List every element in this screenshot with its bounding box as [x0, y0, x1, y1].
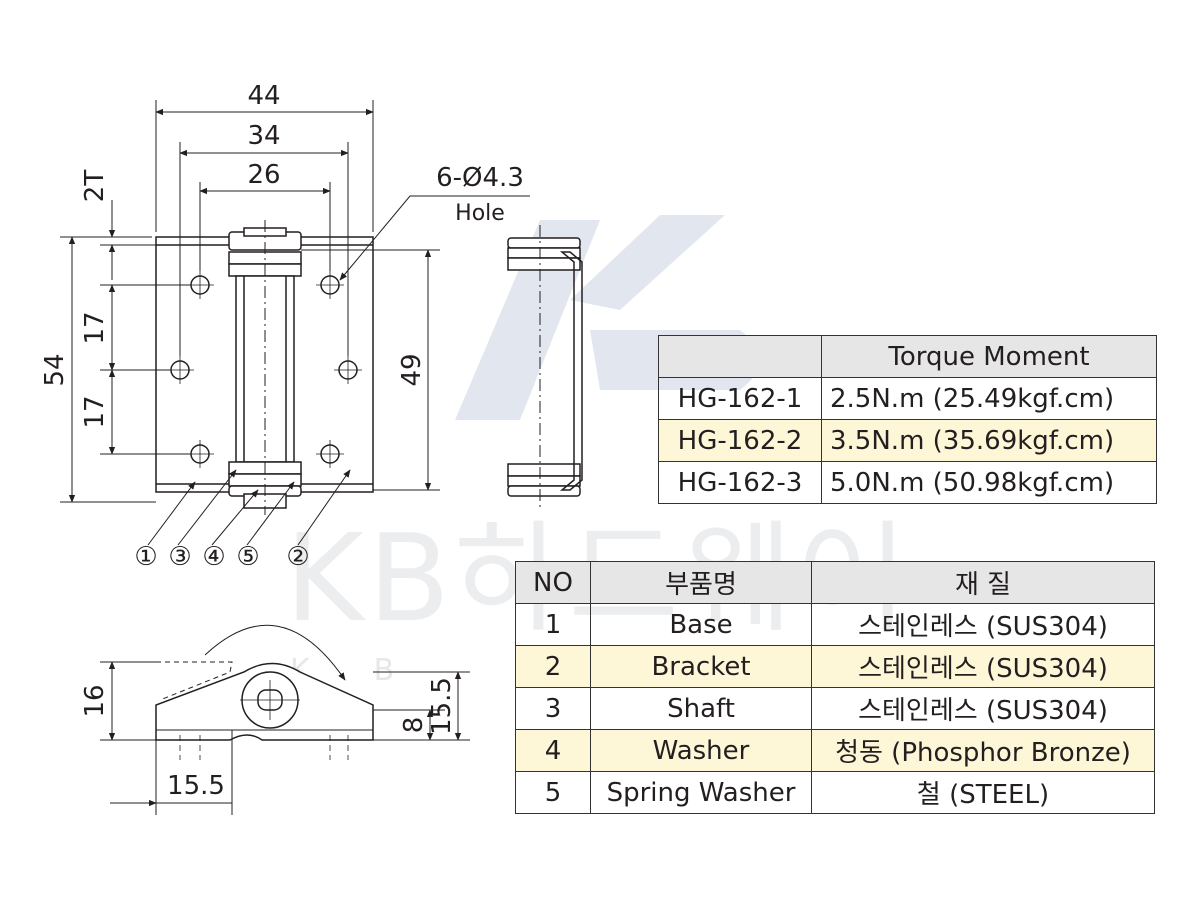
part-material: 스테인레스 (SUS304) [811, 687, 1155, 730]
part-material: 스테인레스 (SUS304) [811, 645, 1155, 688]
torque-value: 3.5N.m (35.69kgf.cm) [821, 419, 1157, 462]
part-no: 1 [515, 603, 591, 646]
torque-header-row: Torque Moment [658, 335, 1157, 378]
hole-spec: 6-Ø4.3 [436, 163, 524, 193]
table-row: HG-162-1 2.5N.m (25.49kgf.cm) [658, 377, 1157, 420]
table-row: HG-162-2 3.5N.m (35.69kgf.cm) [658, 419, 1157, 462]
callout-5: ⑤ [236, 542, 259, 572]
front-dimensions [60, 100, 530, 503]
parts-material-table: NO 부품명 재 질 1 Base 스테인레스 (SUS304) 2 Brack… [515, 561, 1155, 814]
bottom-dimension-labels: 16 8 15.5 15.5 [80, 677, 457, 801]
part-callouts: ① ③ ④ ⑤ ② [134, 469, 351, 572]
torque-moment-table: Torque Moment HG-162-1 2.5N.m (25.49kgf.… [658, 335, 1157, 504]
header-part-name: 부품명 [590, 561, 812, 604]
dim-16: 16 [80, 684, 110, 717]
dim-15-5-vertical: 15.5 [427, 677, 457, 735]
dim-15-5-horizontal: 15.5 [167, 771, 225, 801]
table-row: 5 Spring Washer 철 (STEEL) [515, 771, 1155, 814]
part-name: Bracket [590, 645, 812, 688]
table-row: 4 Washer 청동 (Phosphor Bronze) [515, 729, 1155, 772]
torque-value: 2.5N.m (25.49kgf.cm) [821, 377, 1157, 420]
callout-3: ③ [168, 542, 191, 572]
dim-44: 44 [247, 81, 280, 111]
dim-17-upper: 17 [80, 311, 110, 344]
dim-17-lower: 17 [80, 395, 110, 428]
front-view [155, 220, 374, 515]
front-dimension-labels: 44 34 26 2T 54 17 17 49 6-Ø4.3 Hole [40, 81, 524, 429]
dim-49: 49 [397, 353, 427, 386]
torque-model: HG-162-2 [658, 419, 822, 462]
torque-model: HG-162-3 [658, 461, 822, 504]
header-material: 재 질 [811, 561, 1155, 604]
torque-header-blank [658, 335, 822, 378]
table-row: 2 Bracket 스테인레스 (SUS304) [515, 645, 1155, 688]
torque-header: Torque Moment [821, 335, 1157, 378]
part-name: Base [590, 603, 812, 646]
part-name: Shaft [590, 687, 812, 730]
dim-2t: 2T [80, 170, 110, 203]
table-row: 3 Shaft 스테인레스 (SUS304) [515, 687, 1155, 730]
part-no: 5 [515, 771, 591, 814]
part-material: 스테인레스 (SUS304) [811, 603, 1155, 646]
bottom-dimensions [100, 661, 470, 815]
torque-value: 5.0N.m (50.98kgf.cm) [821, 461, 1157, 504]
part-no: 3 [515, 687, 591, 730]
table-row: HG-162-3 5.0N.m (50.98kgf.cm) [658, 461, 1157, 504]
parts-header-row: NO 부품명 재 질 [515, 561, 1155, 604]
part-no: 2 [515, 645, 591, 688]
callout-4: ④ [202, 542, 225, 572]
callout-2: ② [286, 542, 309, 572]
part-no: 4 [515, 729, 591, 772]
part-name: Spring Washer [590, 771, 812, 814]
hole-label: Hole [455, 201, 505, 226]
dim-8: 8 [399, 717, 429, 734]
part-name: Washer [590, 729, 812, 772]
table-row: 1 Base 스테인레스 (SUS304) [515, 603, 1155, 646]
side-view [507, 225, 583, 510]
part-material: 청동 (Phosphor Bronze) [811, 729, 1155, 772]
callout-1: ① [134, 542, 157, 572]
dim-26: 26 [247, 160, 280, 190]
header-no: NO [515, 561, 591, 604]
dim-54: 54 [40, 353, 70, 386]
dim-34: 34 [247, 121, 280, 151]
torque-model: HG-162-1 [658, 377, 822, 420]
part-material: 철 (STEEL) [811, 771, 1155, 814]
bottom-view [155, 624, 374, 760]
